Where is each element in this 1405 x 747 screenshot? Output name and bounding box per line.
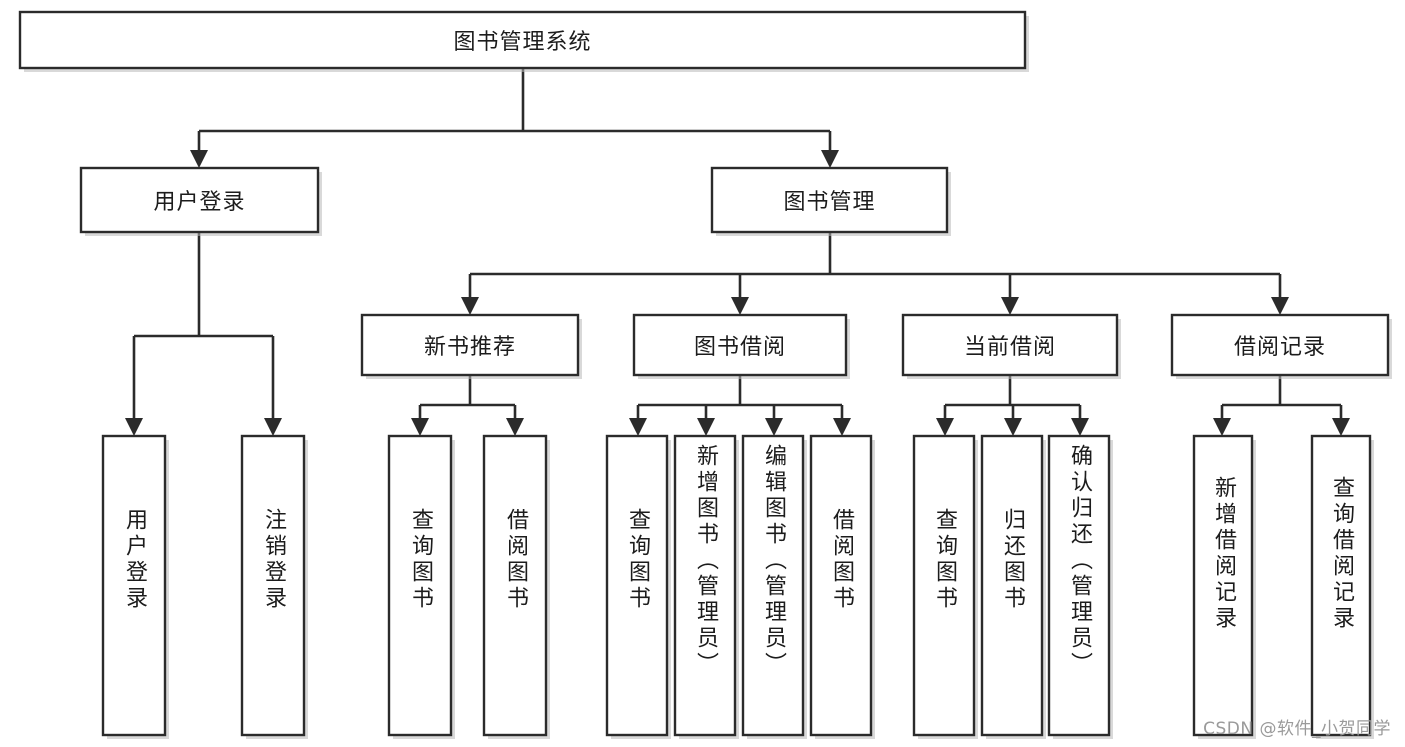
node-leaf-borrow-1[interactable] — [605, 434, 669, 737]
arrowhead-leaf-newbook-2 — [506, 418, 524, 436]
arrowhead-login — [190, 150, 208, 168]
arrowhead-leaf-newbook-1 — [411, 418, 429, 436]
arrowhead-leaf-login-1 — [125, 418, 143, 436]
arrowhead-leaf-record-1 — [1213, 418, 1231, 436]
csdn-watermark: CSDN @软件_小贺同学 — [1203, 719, 1391, 739]
node-leaf-newbook-2[interactable] — [482, 434, 548, 737]
node-leaf-borrow-2[interactable] — [673, 434, 737, 737]
node-bookmgmt[interactable] — [710, 166, 949, 234]
arrowhead-bookmgmt — [821, 150, 839, 168]
node-root[interactable] — [18, 10, 1027, 70]
node-leaf-login-1[interactable] — [101, 434, 167, 737]
connector-layer — [125, 68, 1350, 436]
node-current[interactable] — [901, 313, 1119, 377]
arrowhead-leaf-borrow-3 — [765, 418, 783, 436]
arrowhead-borrow — [731, 297, 749, 315]
arrowhead-leaf-borrow-2 — [697, 418, 715, 436]
arrowhead-leaf-borrow-1 — [629, 418, 647, 436]
node-leaf-newbook-1[interactable] — [387, 434, 453, 737]
arrowhead-leaf-login-2 — [264, 418, 282, 436]
arrowhead-newbook — [461, 297, 479, 315]
node-leaf-current-2[interactable] — [980, 434, 1044, 737]
node-layer — [18, 10, 1392, 739]
arrowhead-record — [1271, 297, 1289, 315]
node-leaf-record-2[interactable] — [1310, 434, 1372, 737]
node-login[interactable] — [79, 166, 320, 234]
node-leaf-current-3[interactable] — [1047, 434, 1111, 737]
arrowhead-current — [1001, 297, 1019, 315]
node-leaf-borrow-3[interactable] — [741, 434, 805, 737]
node-newbook[interactable] — [360, 313, 580, 377]
arrowhead-leaf-record-2 — [1332, 418, 1350, 436]
arrowhead-leaf-current-2 — [1004, 418, 1022, 436]
node-record[interactable] — [1170, 313, 1390, 377]
arrowhead-leaf-current-3 — [1071, 418, 1089, 436]
arrowhead-leaf-current-1 — [936, 418, 954, 436]
node-leaf-login-2[interactable] — [240, 434, 306, 737]
arrowhead-leaf-borrow-4 — [833, 418, 851, 436]
node-leaf-borrow-4[interactable] — [809, 434, 873, 737]
node-leaf-current-1[interactable] — [912, 434, 976, 737]
node-borrow[interactable] — [632, 313, 848, 377]
node-leaf-record-1[interactable] — [1192, 434, 1254, 737]
